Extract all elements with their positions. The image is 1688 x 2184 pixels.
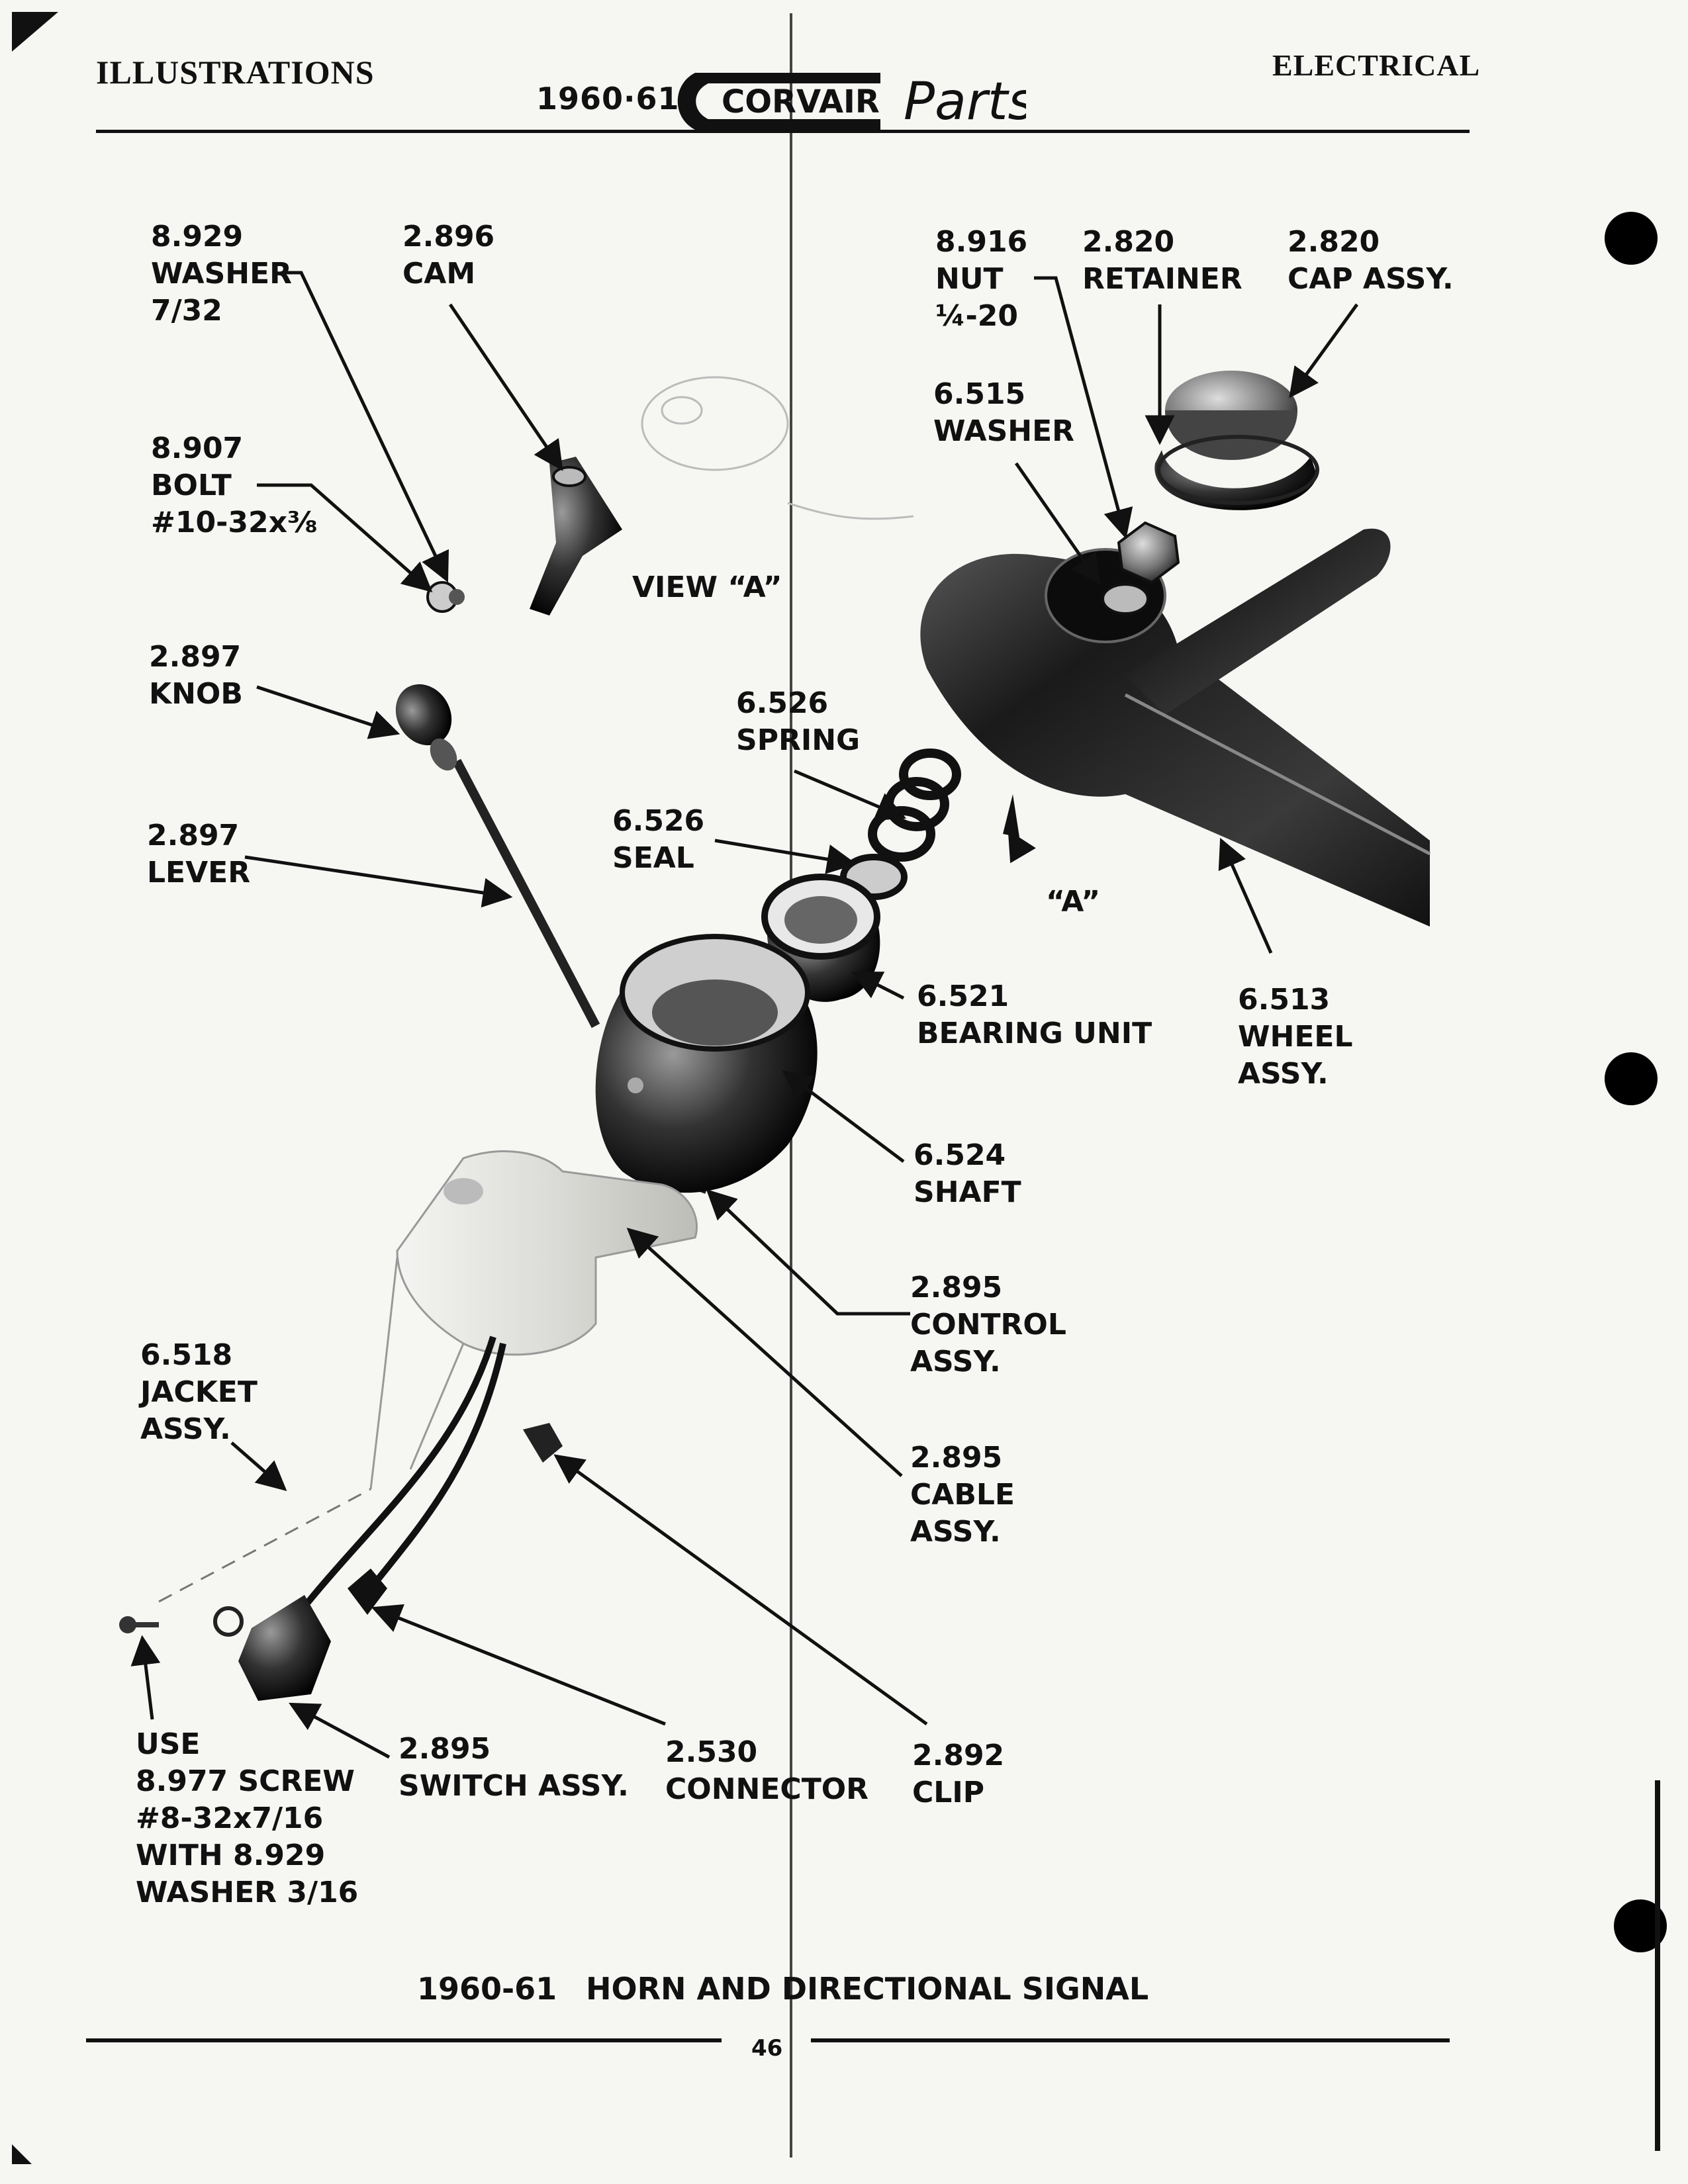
leader-6.526-seal (714, 839, 857, 874)
leader-6.524-shaft (782, 1070, 905, 1163)
control-assembly-drawing (595, 934, 818, 1193)
page-number: 46 (751, 2035, 783, 2062)
leader-lines (130, 271, 1359, 1759)
leader-marker-a (1008, 830, 1036, 864)
steering-wheel-drawing (920, 528, 1431, 927)
header-year: 1960·61 (536, 81, 680, 116)
leader-2.895-control (706, 1189, 910, 1316)
screw-drawing (119, 1616, 159, 1633)
leader-6.515-washer (1014, 462, 1101, 585)
leader-2.892-clip (553, 1454, 928, 1726)
leader-2.530-connector (371, 1604, 666, 1726)
caption-year: 1960-61 (417, 1971, 557, 2007)
leader-8.907-bolt (257, 483, 433, 592)
leader-use-screw (130, 1635, 161, 1720)
cam-drawing (530, 457, 622, 615)
leader-6.526-spring (794, 769, 907, 821)
corner-mark-bottom-left (12, 2144, 32, 2164)
horn-cap-drawing (1102, 371, 1319, 615)
footer-rule-right (811, 2038, 1450, 2042)
lever-knob-drawing (395, 684, 600, 1028)
leader-2.897-lever (244, 855, 513, 908)
leader-8.916-nut (1034, 276, 1133, 539)
footer-rule-left (86, 2038, 722, 2042)
corvair-parts-logo: CORVAIR Parts (675, 65, 1035, 138)
section-title: ILLUSTRATIONS (96, 54, 375, 91)
switch-assembly-drawing (213, 1595, 331, 1701)
header-rule (96, 130, 1470, 133)
connector-drawing (348, 1569, 387, 1615)
leader-6.518-jacket (230, 1441, 287, 1491)
edge-mark (1655, 1780, 1660, 2151)
view-a-ghost (641, 376, 914, 520)
leader-2.820-cap (1289, 303, 1359, 398)
leader-2.897-knob (256, 685, 400, 739)
view-a-label: VIEW “A” (632, 570, 782, 604)
brand-script: Parts (904, 72, 1026, 132)
corner-mark-top-left (12, 12, 58, 52)
cable-drawing (295, 1336, 506, 1617)
caption-title: HORN AND DIRECTIONAL SIGNAL (586, 1971, 1149, 2007)
leader-2.895-switch (289, 1702, 391, 1759)
binder-hole (1605, 1052, 1658, 1105)
leader-8.929-washer (281, 271, 449, 583)
leader-6.513-wheel (1218, 837, 1273, 954)
marker-a-label: “A” (1046, 885, 1101, 919)
section-category: ELECTRICAL (1272, 48, 1481, 82)
bolt-washer-drawing (426, 581, 465, 613)
leader-2.896-cam (448, 303, 563, 471)
binder-hole (1605, 212, 1658, 265)
jacket-assembly-drawing (158, 1150, 698, 1603)
spring-drawing (868, 749, 961, 862)
leader-2.895-cable (626, 1227, 903, 1477)
clip-drawing (523, 1423, 563, 1463)
leader-6.521-bearing (851, 971, 905, 1000)
brand-wordmark: CORVAIR (722, 83, 880, 120)
